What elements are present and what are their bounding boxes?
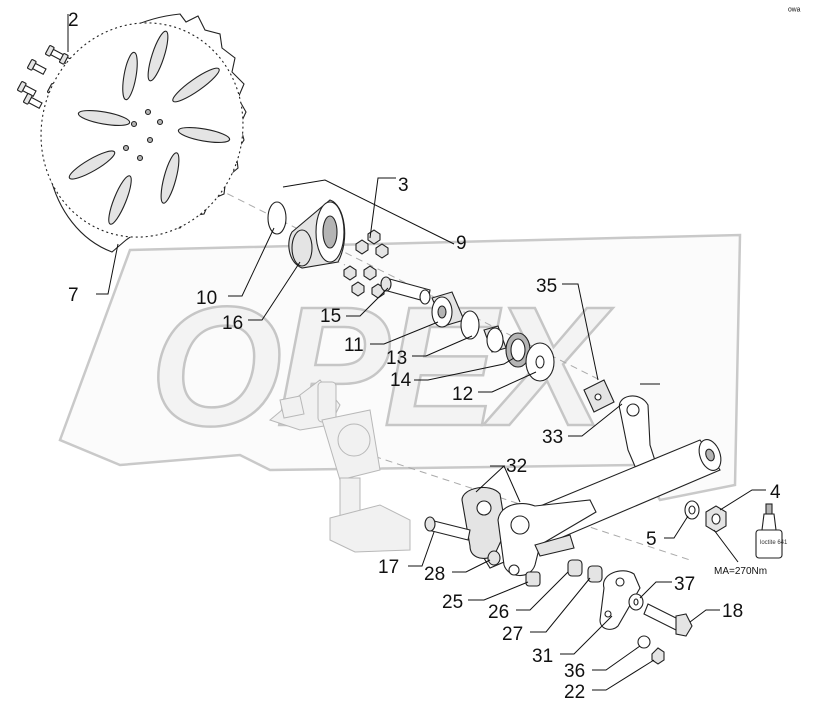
nut-part-4 (705, 505, 727, 533)
bushing-part-25 (525, 571, 541, 587)
bushing-part-28 (487, 550, 501, 566)
bracket-part-33 (618, 395, 659, 479)
corner-mark: ᵒʷᵃ (788, 6, 801, 17)
callout-36: 36 (564, 661, 585, 682)
seal-part-14 (505, 332, 531, 368)
callout-4: 4 (770, 482, 781, 503)
callout-9: 9 (456, 233, 467, 254)
bushing (483, 325, 507, 353)
callout-26: 26 (488, 602, 509, 623)
callout-3: 3 (398, 175, 409, 196)
loctite-label: loctite 641 (760, 540, 788, 546)
callout-15: 15 (320, 306, 341, 327)
loctite-bottle: loctite 641 (755, 503, 788, 559)
callout-17: 17 (378, 557, 399, 578)
washer-part-5 (684, 500, 700, 520)
washer-part-37 (628, 593, 644, 611)
hub-part-16 (288, 199, 346, 269)
notched-disc-part-7 (40, 13, 247, 253)
callout-22: 22 (564, 682, 585, 703)
callout-12: 12 (452, 384, 473, 405)
bushing-part-27 (587, 565, 603, 583)
callout-27: 27 (502, 624, 523, 645)
leader-lines (67, 14, 766, 691)
washer-part-36 (637, 635, 651, 649)
callout-16: 16 (222, 313, 243, 334)
callout-2: 2 (68, 10, 79, 31)
callout-28: 28 (424, 564, 445, 585)
plate-part-31 (599, 570, 641, 630)
callout-labels: 2 3 9 7 10 16 15 11 13 14 12 35 33 32 4 … (68, 10, 781, 703)
callout-10: 10 (196, 288, 217, 309)
callout-11: 11 (344, 335, 364, 356)
washer-part-12 (525, 342, 555, 382)
callout-25: 25 (442, 592, 463, 613)
callout-18: 18 (722, 601, 743, 622)
callout-14: 14 (390, 370, 412, 391)
axle-part-15 (380, 276, 431, 305)
callout-5: 5 (646, 529, 657, 550)
ghost-frame-assembly (268, 379, 411, 553)
callout-32: 32 (506, 456, 527, 477)
circlip-part-13 (460, 310, 480, 340)
torque-note: MA=270Nm (714, 566, 767, 577)
bolt-part-17 (424, 516, 471, 541)
callout-37: 37 (674, 574, 695, 595)
circlip-part-10 (267, 201, 287, 235)
callout-31: 31 (532, 646, 553, 667)
link-plate-part-32 (461, 486, 507, 559)
callout-13: 13 (386, 348, 407, 369)
callout-33: 33 (542, 427, 563, 448)
plate-part-35 (583, 379, 615, 413)
lever-arm (497, 499, 597, 577)
nut-part-22 (651, 647, 665, 665)
callout-7: 7 (68, 285, 79, 306)
bushing-part-26 (567, 559, 583, 577)
callout-35: 35 (536, 276, 557, 297)
bolt-part-18 (643, 603, 693, 637)
